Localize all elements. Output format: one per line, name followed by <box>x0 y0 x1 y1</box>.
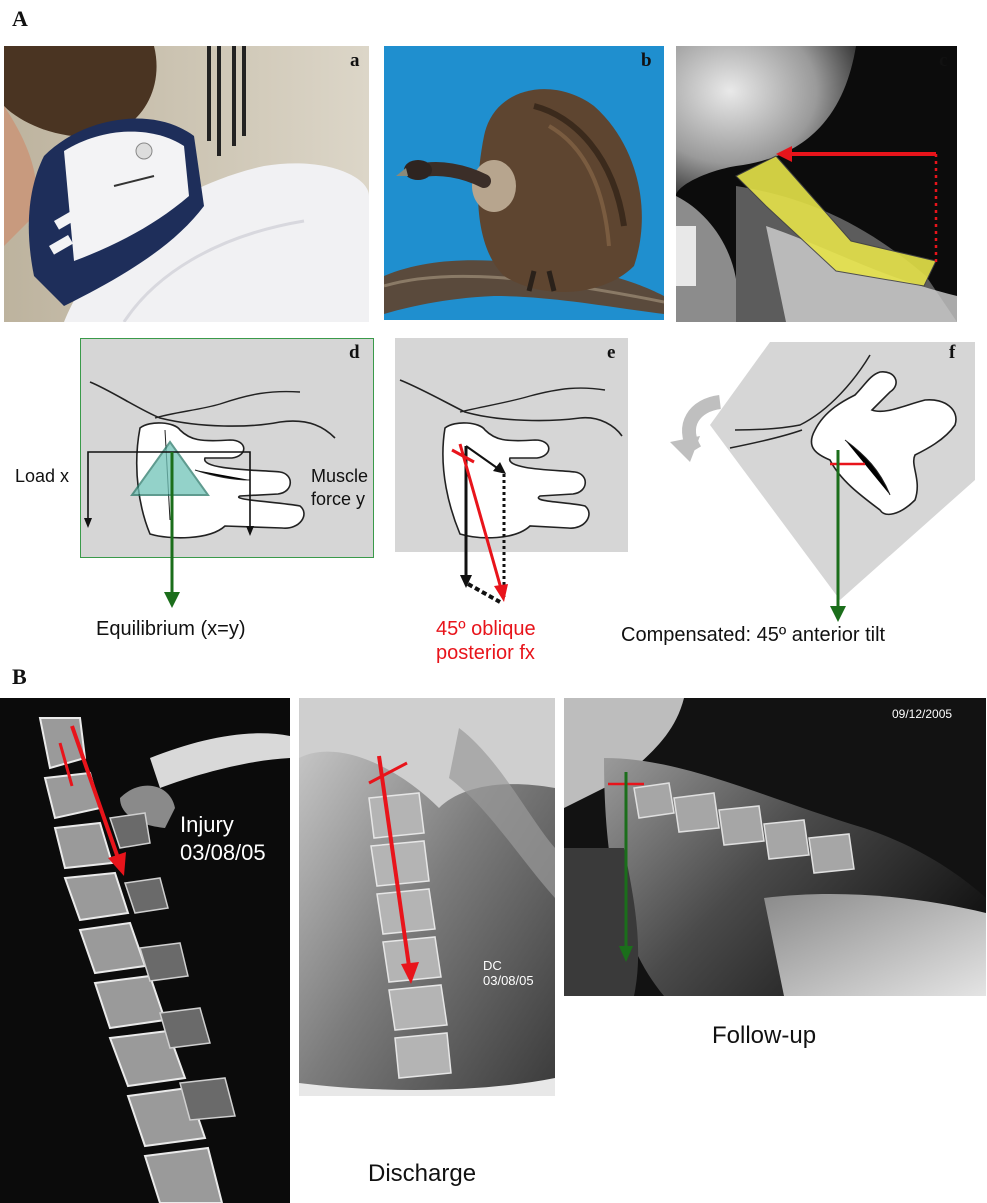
section-b-label: B <box>12 664 27 690</box>
xray-followup <box>564 698 986 996</box>
diagram-oblique-fracture-drawing <box>390 330 635 620</box>
oblique-caption-line1: 45º oblique <box>436 618 536 641</box>
discharge-stamp-line2: 03/08/05 <box>483 973 534 988</box>
load-x-label: Load x <box>15 466 69 487</box>
equilibrium-caption: Equilibrium (x=y) <box>96 618 245 641</box>
diagram-compensated-tilt <box>640 330 987 650</box>
panel-b-letter: b <box>641 50 652 72</box>
panel-d-letter: d <box>349 342 360 364</box>
xray-discharge <box>299 698 555 1096</box>
section-a-label: A <box>12 6 28 32</box>
discharge-caption: Discharge <box>368 1160 476 1188</box>
injury-date: 03/08/05 <box>180 840 266 866</box>
ct-injury-scan <box>0 698 290 1203</box>
oblique-caption-line2: posterior fx <box>436 642 535 665</box>
followup-date-stamp: 09/12/2005 <box>892 707 952 721</box>
xray-lateral-skull <box>676 46 957 322</box>
panel-e-letter: e <box>607 342 615 364</box>
followup-caption: Follow-up <box>712 1022 816 1050</box>
panel-a-letter: a <box>350 50 360 72</box>
muscle-label-line2: force y <box>311 489 365 510</box>
panel-c-letter: c <box>939 50 947 72</box>
muscle-label-line1: Muscle <box>311 466 368 487</box>
injury-label: Injury <box>180 812 234 838</box>
panel-f-letter: f <box>949 342 955 364</box>
compensated-caption: Compensated: 45º anterior tilt <box>621 624 885 647</box>
photo-vulture <box>384 46 664 320</box>
discharge-stamp-line1: DC <box>483 958 502 973</box>
photo-collar-patient <box>4 46 369 322</box>
